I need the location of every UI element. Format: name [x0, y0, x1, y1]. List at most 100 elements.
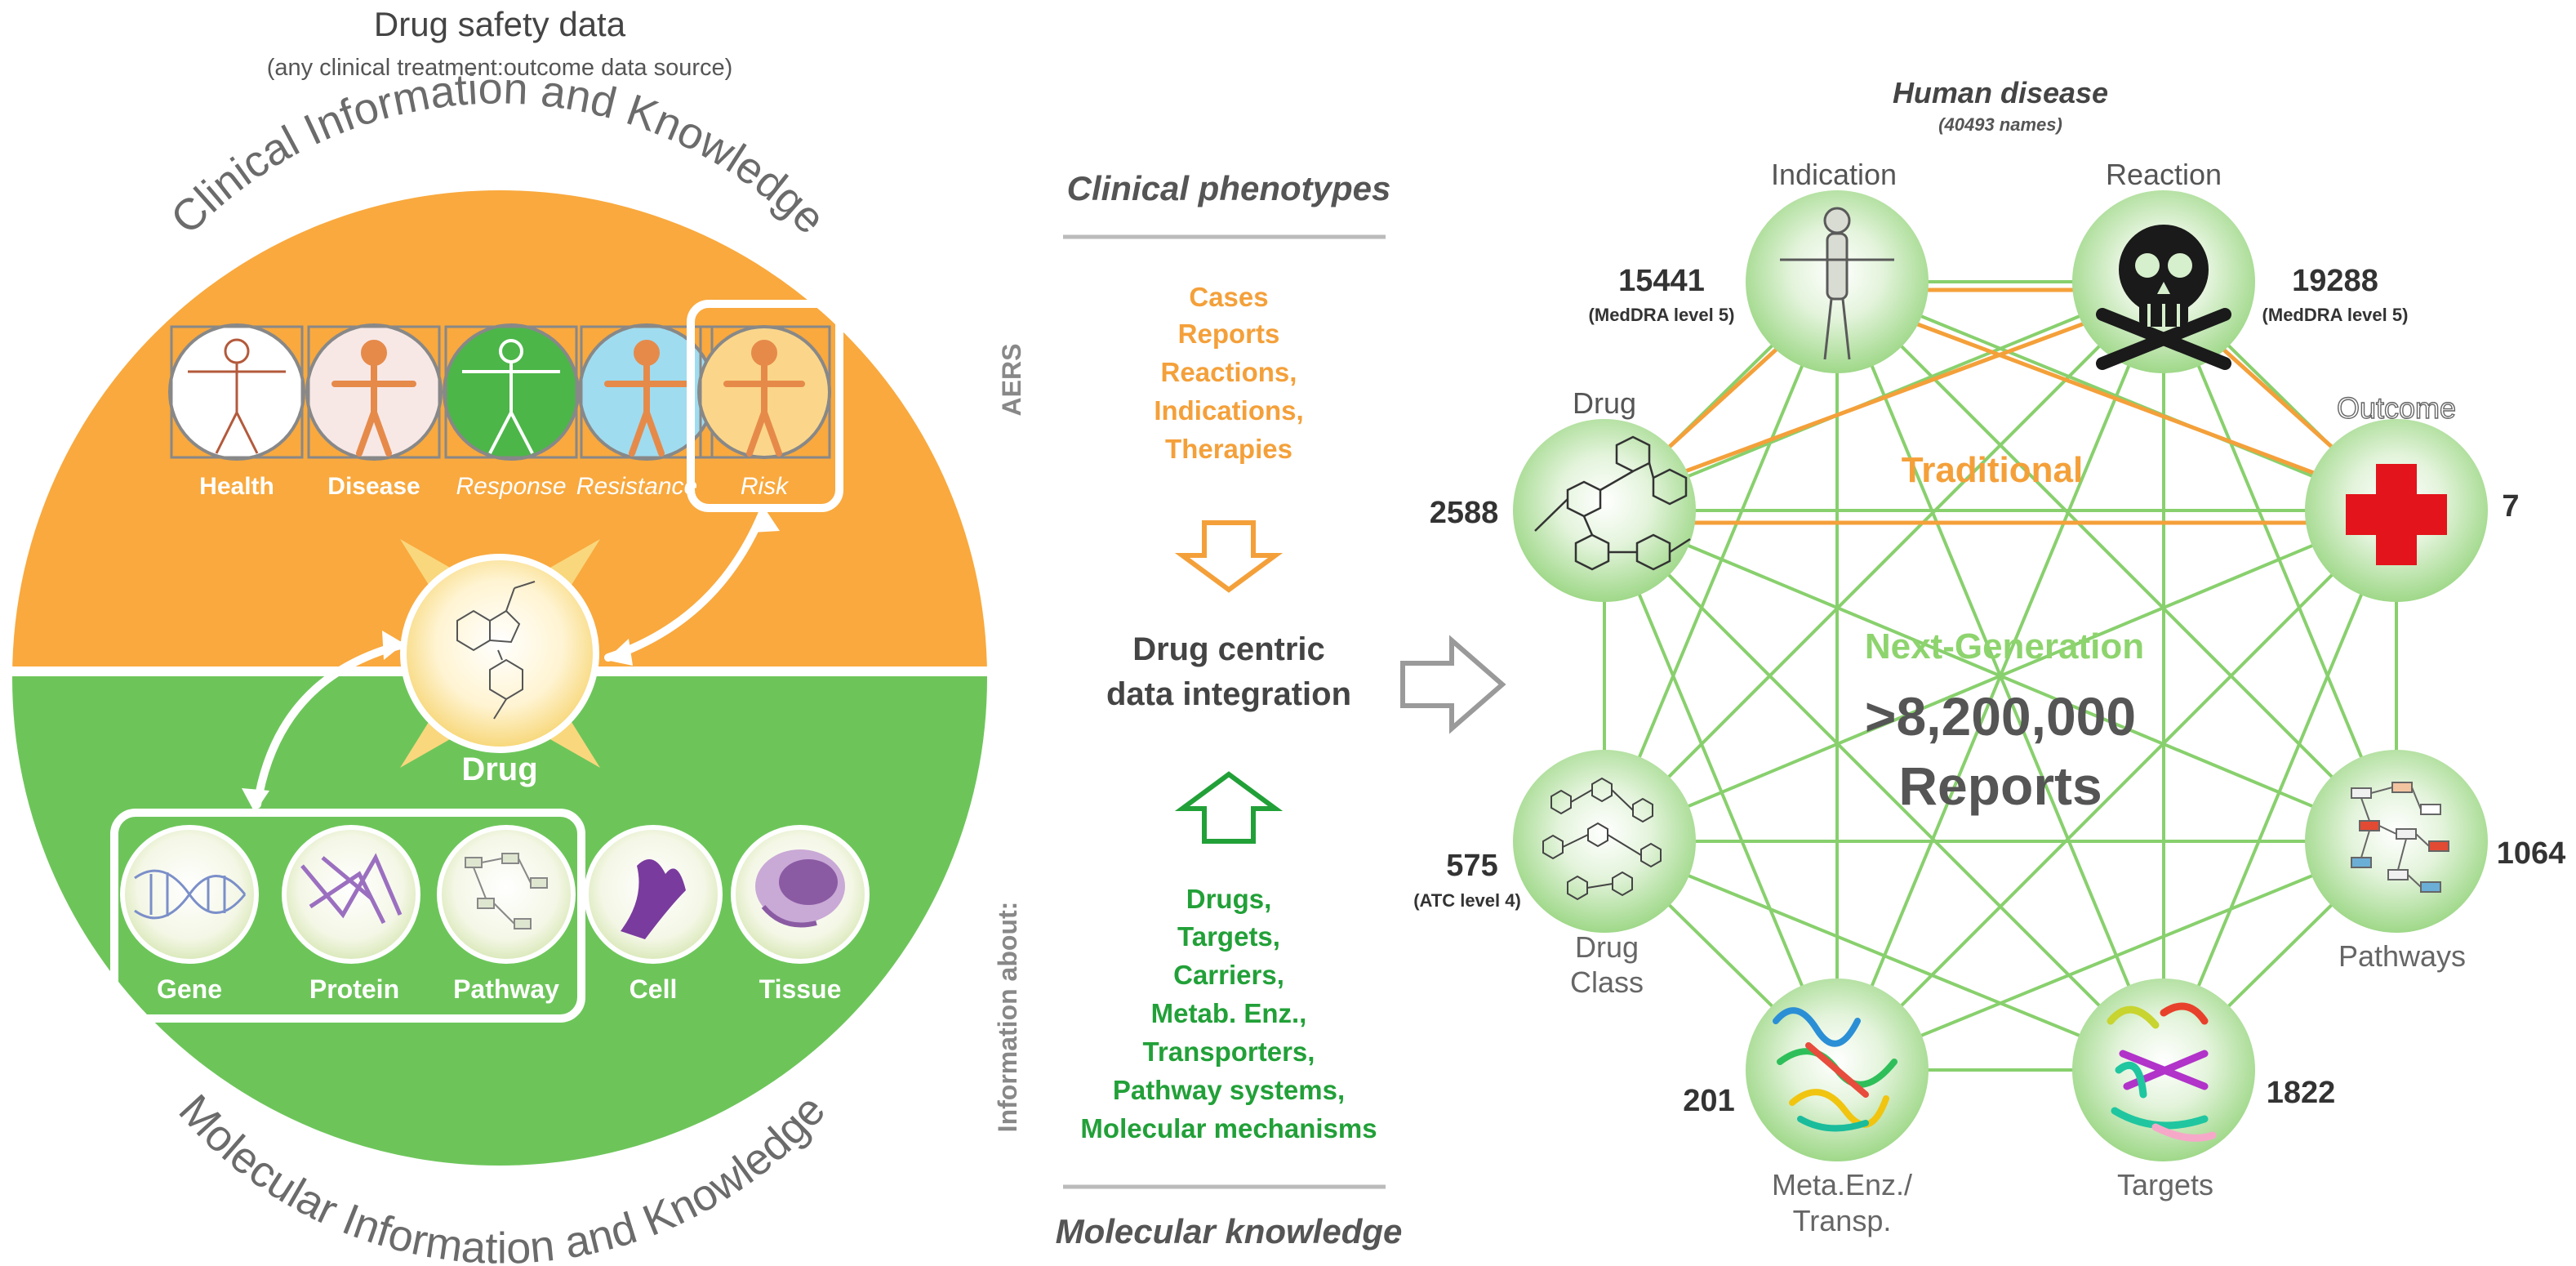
pathway-level: Pathway [437, 825, 576, 1004]
left-title: Drug safety data [374, 5, 626, 43]
tissue-level: Tissue [731, 825, 870, 1004]
clinical-item: Reports [1178, 319, 1280, 349]
human-state-label: Disease [327, 473, 420, 500]
node-name: Drug [1575, 930, 1639, 964]
brain-scan-icon [755, 849, 845, 928]
molecule-set-icon [1542, 777, 1662, 901]
node-count: 575 [1446, 849, 1497, 883]
down-arrow-icon [1174, 520, 1284, 593]
clinical-phenotypes-heading: Clinical phenotypes [1067, 169, 1391, 207]
human-state-label: Resistance [576, 473, 697, 500]
node-targets: Targets 1822 [2072, 978, 2335, 1201]
node-name: Pathways [2338, 939, 2466, 973]
molecular-item: Drugs, [1186, 884, 1272, 914]
human-disease-subheading: (40493 names) [1938, 114, 2062, 135]
molecular-level-label: Protein [309, 974, 399, 1004]
central-drug: Drug [400, 539, 600, 787]
right-panel: Human disease (40493 names) [1413, 76, 2565, 1237]
response-state: Response [443, 323, 580, 500]
risk-state: Risk [687, 300, 843, 512]
node-pathways: Pathways 1064 [2305, 750, 2565, 973]
aers-side-label: AERS [997, 344, 1026, 417]
clinical-item: Cases [1189, 282, 1268, 312]
molecular-item: Carriers, [1173, 960, 1284, 990]
node-name: Drug [1573, 386, 1636, 420]
protein-ribbon-icon [1773, 1007, 1898, 1132]
node-count: 2588 [1430, 496, 1499, 530]
human-figure-icon [1780, 207, 1894, 360]
right-arrow-icon [1400, 635, 1506, 734]
node-reaction: Reaction 19288 (MedDRA level 5) [2072, 158, 2408, 373]
node-name: Meta.Enz./ [1772, 1168, 1912, 1201]
node-count: 1822 [2267, 1076, 2336, 1110]
connection-arrows [242, 506, 780, 813]
node-note: (MedDRA level 5) [1589, 305, 1735, 325]
pathway-map-icon [2351, 782, 2449, 893]
human-figure-icon [604, 340, 689, 457]
clinical-item: Reactions, [1161, 357, 1297, 387]
human-figure-icon [188, 338, 286, 454]
molecular-item: Metab. Enz., [1151, 998, 1307, 1028]
node-name: Class [1570, 965, 1644, 999]
molecular-level-label: Tissue [759, 974, 842, 1004]
node-name: Targets [2117, 1168, 2213, 1201]
red-cross-icon [2346, 464, 2447, 565]
health-state: Health [168, 323, 305, 500]
human-figure-icon [462, 339, 560, 454]
clinical-items-list: Cases Reports Reactions, Indications, Th… [1154, 282, 1303, 464]
left-subtitle: (any clinical treatment:outcome data sou… [267, 55, 733, 81]
molecular-item: Targets, [1177, 921, 1280, 952]
molecular-item: Pathway systems, [1113, 1075, 1345, 1105]
reports-label: Reports [1898, 756, 2102, 816]
integration-text: Drug centric [1132, 631, 1325, 667]
node-count: 1064 [2497, 836, 2566, 871]
node-outcome: Outcome 7 [2305, 390, 2520, 602]
gene-level: Gene [120, 825, 259, 1004]
node-count: 201 [1683, 1084, 1734, 1118]
protein-level: Protein [282, 825, 420, 1004]
molecular-level-label: Pathway [453, 974, 559, 1004]
clinical-item: Indications, [1154, 395, 1303, 426]
node-drug: Drug 2588 [1430, 386, 1696, 602]
traditional-label: Traditional [1902, 450, 2083, 490]
reports-count: >8,200,000 [1865, 686, 2136, 747]
molecular-item: Molecular mechanisms [1080, 1113, 1377, 1143]
node-note: (MedDRA level 5) [2262, 305, 2409, 325]
node-meta-enz-transp: Meta.Enz./ Transp. 201 [1683, 978, 1929, 1237]
integration-text: data integration [1106, 676, 1351, 712]
up-arrow-icon [1174, 771, 1284, 844]
human-state-label: Response [456, 473, 566, 500]
human-figure-icon [331, 340, 416, 457]
node-name: Reaction [2106, 158, 2222, 191]
protein-structure-icon [300, 853, 403, 925]
molecule-structure-icon [456, 581, 536, 720]
cell-level: Cell [584, 825, 723, 1004]
node-name: Indication [1771, 158, 1897, 191]
node-indication: Indication 15441 (MedDRA level 5) [1589, 158, 1929, 373]
node-drug-class: Drug Class 575 (ATC level 4) [1413, 750, 1696, 999]
molecular-level-label: Gene [157, 974, 222, 1004]
node-count: 15441 [1618, 264, 1705, 298]
middle-panel: Clinical phenotypes AERS Cases Reports R… [993, 169, 1506, 1250]
molecular-items-list: Drugs, Targets, Carriers, Metab. Enz., T… [1080, 884, 1377, 1143]
skull-crossbones-icon [2096, 225, 2231, 370]
human-figure-icon [723, 340, 805, 457]
molecular-level-label: Cell [630, 974, 678, 1004]
human-states-row: Health Disease [168, 300, 843, 512]
drug-center-label: Drug [461, 751, 537, 787]
node-count: 7 [2502, 489, 2519, 524]
molecular-knowledge-heading: Molecular knowledge [1056, 1212, 1403, 1250]
molecular-levels-row: Gene Protein [110, 809, 870, 1023]
node-count: 19288 [2292, 264, 2378, 298]
human-state-label: Health [199, 473, 274, 500]
disease-state: Disease [305, 323, 443, 500]
dna-helix-icon [134, 869, 247, 920]
left-panel: Drug safety data (any clinical treatment… [7, 5, 992, 1266]
pathway-map-icon [465, 853, 548, 929]
molecule-structure-icon [1534, 435, 1691, 571]
human-disease-heading: Human disease [1893, 76, 2108, 109]
clinical-item: Therapies [1165, 434, 1292, 464]
cell-icon [621, 859, 686, 939]
human-state-label: Risk [741, 473, 790, 500]
